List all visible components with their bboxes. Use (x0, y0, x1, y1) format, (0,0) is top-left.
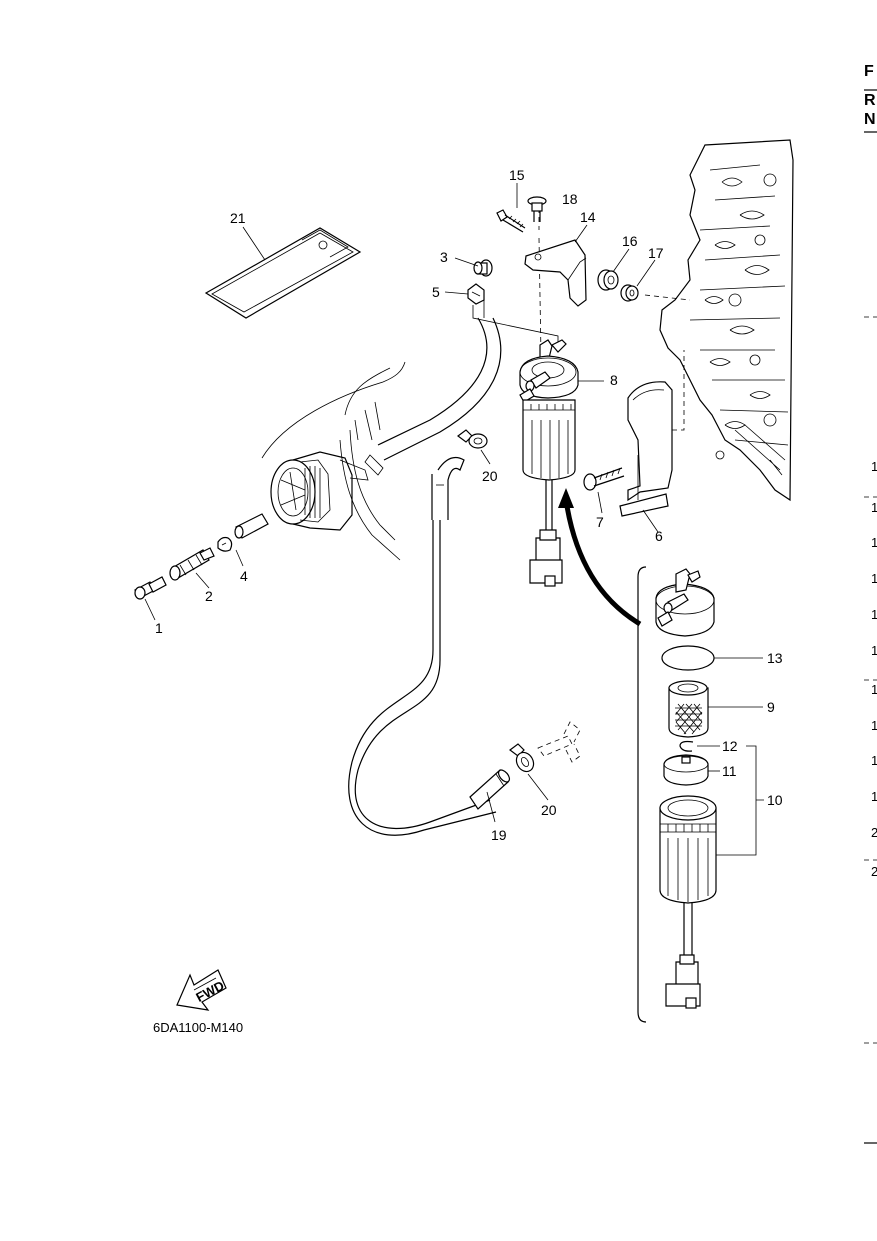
callout-17: 17 (648, 245, 664, 261)
edge-row-10: 1 (871, 789, 877, 804)
part-19-fuel-hose (348, 457, 511, 836)
tee-joint-dashed (537, 721, 581, 763)
diagram-code: 6DA1100-M140 (153, 1020, 243, 1035)
callout-1: 1 (155, 620, 163, 636)
callout-4: 4 (240, 568, 248, 584)
part-1-screw (134, 576, 167, 600)
leader-20-upper (480, 449, 491, 465)
part-11-float (663, 754, 709, 786)
callout-7: 7 (596, 514, 604, 530)
callout-18: 18 (562, 191, 578, 207)
callout-21: 21 (230, 210, 246, 226)
part-20-clip-lower (509, 743, 535, 773)
bracket-10 (712, 745, 764, 856)
leader-17 (636, 259, 656, 287)
leader-3 (454, 257, 479, 267)
edge-row-4: 1 (871, 571, 877, 586)
right-edge-table-fragment: F R N 1 1 1 1 1 1 1 1 1 1 2 2 (864, 63, 877, 1144)
part-13-o-ring (661, 645, 715, 671)
edge-header-1: F (864, 63, 874, 80)
leader-7 (597, 491, 603, 514)
callout-8: 8 (610, 372, 618, 388)
leader-5 (444, 291, 469, 295)
leader-2 (195, 572, 210, 589)
edge-row-2: 1 (871, 500, 877, 515)
leader-4 (235, 549, 244, 567)
leader-6-engine (672, 350, 685, 431)
detail-arrow (563, 499, 642, 627)
part-5-clip (467, 283, 485, 305)
part-7-screw (583, 467, 625, 491)
part-4-pipe-clamp (217, 513, 269, 552)
detail-filter-head (655, 568, 715, 637)
part-17-collar (620, 284, 639, 302)
callout-12: 12 (722, 738, 738, 754)
edge-row-3: 1 (871, 535, 877, 550)
callout-11: 11 (722, 763, 737, 779)
edge-row-6: 1 (871, 643, 877, 658)
leader-14 (574, 224, 588, 243)
fuel-hose-upper (377, 317, 502, 461)
leader-21 (242, 226, 266, 261)
leader-6 (642, 509, 659, 533)
callout-5: 5 (432, 284, 440, 300)
part-16-grommet (597, 269, 619, 291)
callout-15: 15 (509, 167, 525, 183)
edge-row-12: 2 (871, 864, 877, 879)
part-6-plate (619, 381, 673, 517)
callout-14: 14 (580, 209, 596, 225)
part-9-filter-element (668, 680, 709, 738)
leader-1 (144, 598, 156, 621)
engine-block-illustration (659, 139, 794, 502)
callout-3: 3 (440, 249, 448, 265)
callout-20-upper: 20 (482, 468, 498, 484)
part-3-union (473, 259, 493, 277)
callout-16: 16 (622, 233, 638, 249)
callout-9: 9 (767, 699, 775, 715)
callout-19: 19 (491, 827, 507, 843)
edge-header-2: R (864, 92, 876, 109)
callout-2: 2 (205, 588, 213, 604)
part-15-bolt (496, 209, 526, 233)
lower-cowling-outline (261, 361, 406, 561)
leader-20-lower (527, 773, 549, 801)
part-10-filter-cup (659, 795, 717, 1009)
part-12-clip (679, 740, 694, 752)
part-20-clip-upper (457, 429, 488, 449)
part-2-nipple (169, 547, 215, 581)
part-21-instruction-card (204, 227, 362, 319)
edge-header-3: N (864, 111, 876, 128)
callout-10: 10 (767, 792, 783, 808)
callout-6: 6 (655, 528, 663, 544)
callout-20-lower: 20 (541, 802, 557, 818)
fwd-arrow-icon: FWD (176, 969, 227, 1011)
detail-bracket (637, 566, 647, 1023)
detail-arrow-head (558, 488, 574, 508)
leader-19 (486, 791, 496, 823)
hose-leader-3-8 (472, 305, 559, 345)
leader-16 (612, 248, 630, 273)
part-8-fuel-filter-assembly (519, 339, 579, 587)
part-18-bolt (527, 196, 547, 222)
edge-row-5: 1 (871, 607, 877, 622)
part-14-bracket (524, 239, 587, 307)
edge-row-11: 2 (871, 825, 877, 840)
edge-row-9: 1 (871, 753, 877, 768)
edge-row-7: 1 (871, 682, 877, 697)
edge-row-8: 1 (871, 718, 877, 733)
leader-17-engine (644, 294, 691, 301)
fuel-pump-housing (270, 451, 369, 531)
edge-row-1: 1 (871, 459, 877, 474)
callout-13: 13 (767, 650, 783, 666)
